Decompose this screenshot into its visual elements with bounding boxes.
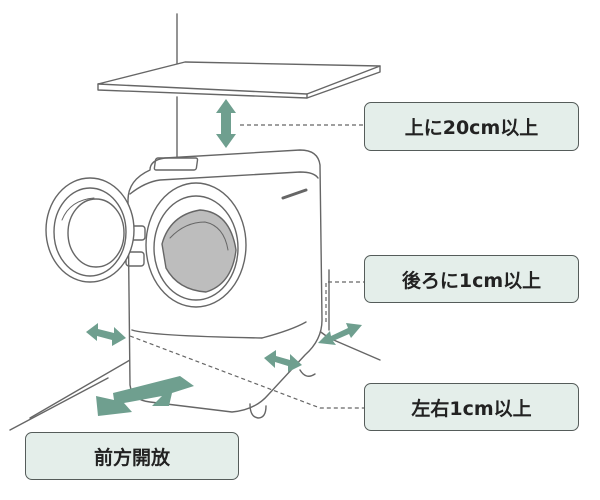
top-clearance-text: 上に20cm以上 (404, 117, 539, 139)
front-open-arrow-icon (96, 376, 194, 416)
shelf (97, 61, 381, 99)
washing-machine (45, 149, 323, 419)
side-left-arrow-icon (86, 323, 126, 346)
front-open-text: 前方開放 (93, 446, 170, 469)
side-right-arrow-icon (264, 350, 302, 372)
top-clearance-arrow-icon (216, 99, 236, 148)
back-clearance-text: 後ろに1cm以上 (401, 269, 542, 292)
back-clearance-label: 後ろに1cm以上 (364, 255, 579, 303)
side-clearance-label: 左右1cm以上 (364, 383, 579, 431)
leader-lines (129, 124, 364, 409)
back-clearance-arrow-icon (318, 323, 362, 345)
floor-lines (9, 359, 131, 431)
side-clearance-text: 左右1cm以上 (411, 397, 532, 420)
top-clearance-label: 上に20cm以上 (364, 102, 579, 151)
front-open-label: 前方開放 (25, 432, 239, 480)
